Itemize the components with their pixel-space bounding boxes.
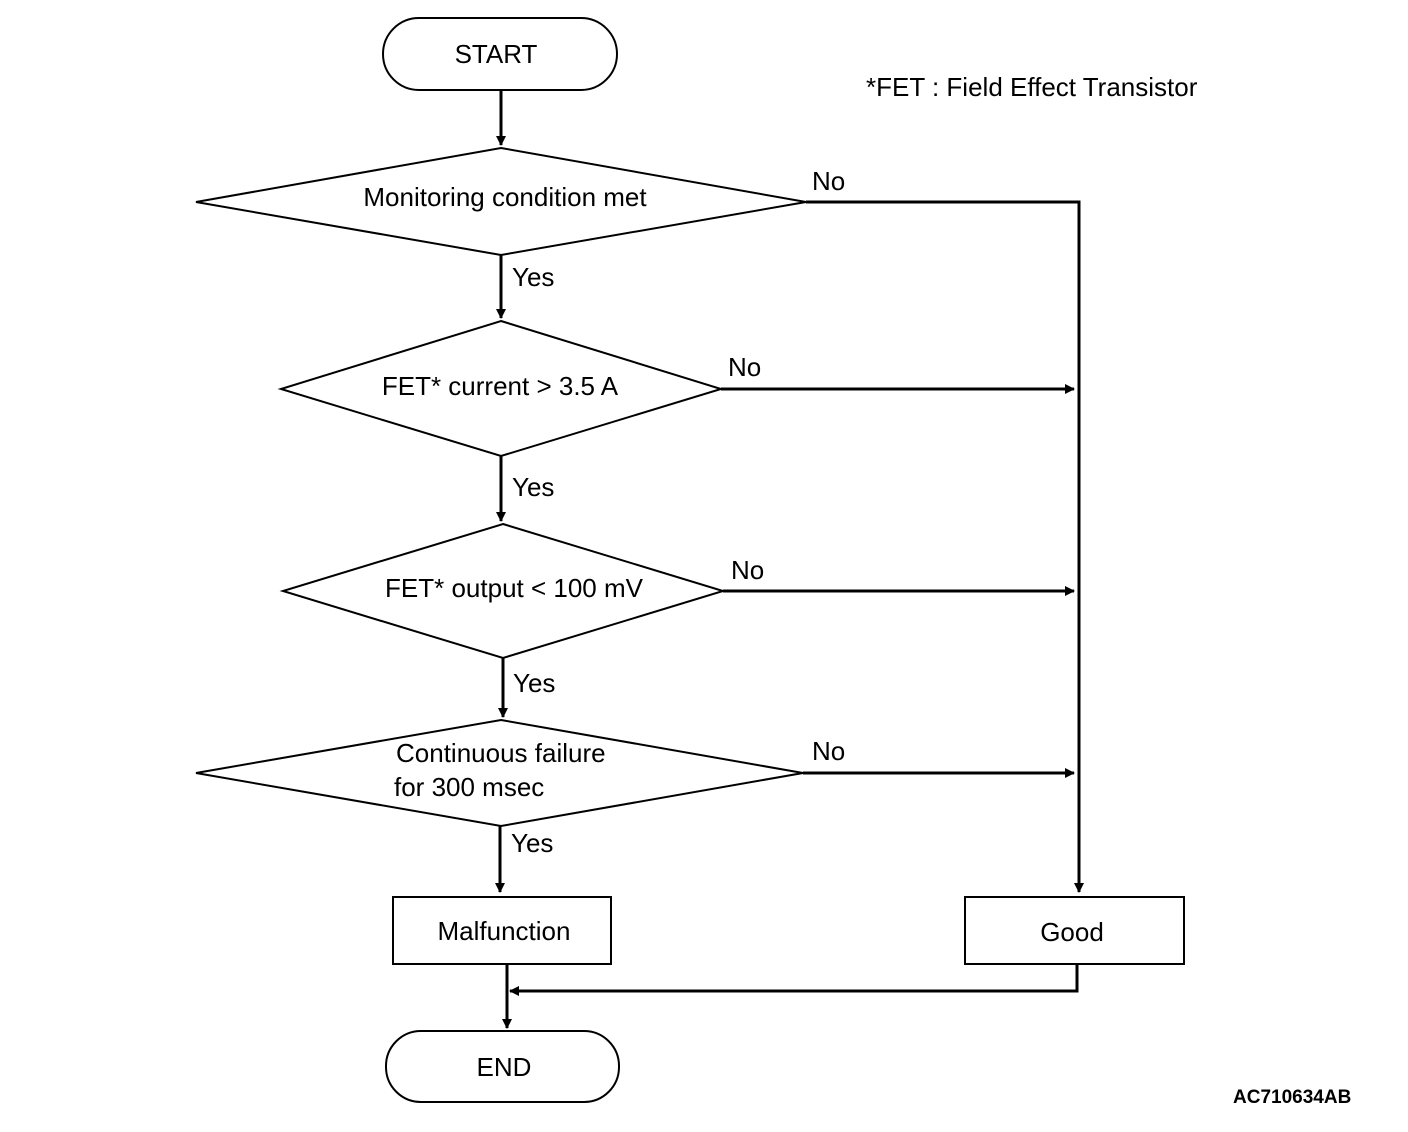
fet-footnote: *FET : Field Effect Transistor bbox=[866, 72, 1198, 102]
decision-fet-output-label: FET* output < 100 mV bbox=[385, 573, 644, 603]
start-label: START bbox=[455, 39, 538, 69]
decision-fet-current-label: FET* current > 3.5 A bbox=[382, 371, 619, 401]
end-label: END bbox=[477, 1052, 532, 1082]
decision-monitoring-condition-label: Monitoring condition met bbox=[363, 182, 647, 212]
yes-label-continuous-failure: Yes bbox=[511, 828, 553, 858]
malfunction-box bbox=[392, 896, 612, 965]
connector-condition-no bbox=[806, 200, 1084, 893]
figure-code: AC710634AB bbox=[1233, 1087, 1351, 1108]
end-terminator bbox=[385, 1030, 620, 1103]
good-label: Good bbox=[1040, 917, 1104, 947]
yes-label-fet-current: Yes bbox=[512, 472, 554, 502]
no-label-fet-output: No bbox=[731, 555, 764, 585]
no-label-fet-current: No bbox=[728, 352, 761, 382]
decision-continuous-failure-label-line1: Continuous failure bbox=[396, 738, 606, 768]
no-label-condition: No bbox=[812, 166, 845, 196]
decision-continuous-failure-label-line2: for 300 msec bbox=[394, 772, 544, 802]
no-label-continuous-failure: No bbox=[812, 736, 845, 766]
good-box bbox=[964, 896, 1185, 965]
yes-label-condition: Yes bbox=[512, 262, 554, 292]
malfunction-label: Malfunction bbox=[438, 916, 571, 946]
yes-label-fet-output: Yes bbox=[513, 668, 555, 698]
connector-good-to-merge bbox=[509, 964, 1079, 996]
